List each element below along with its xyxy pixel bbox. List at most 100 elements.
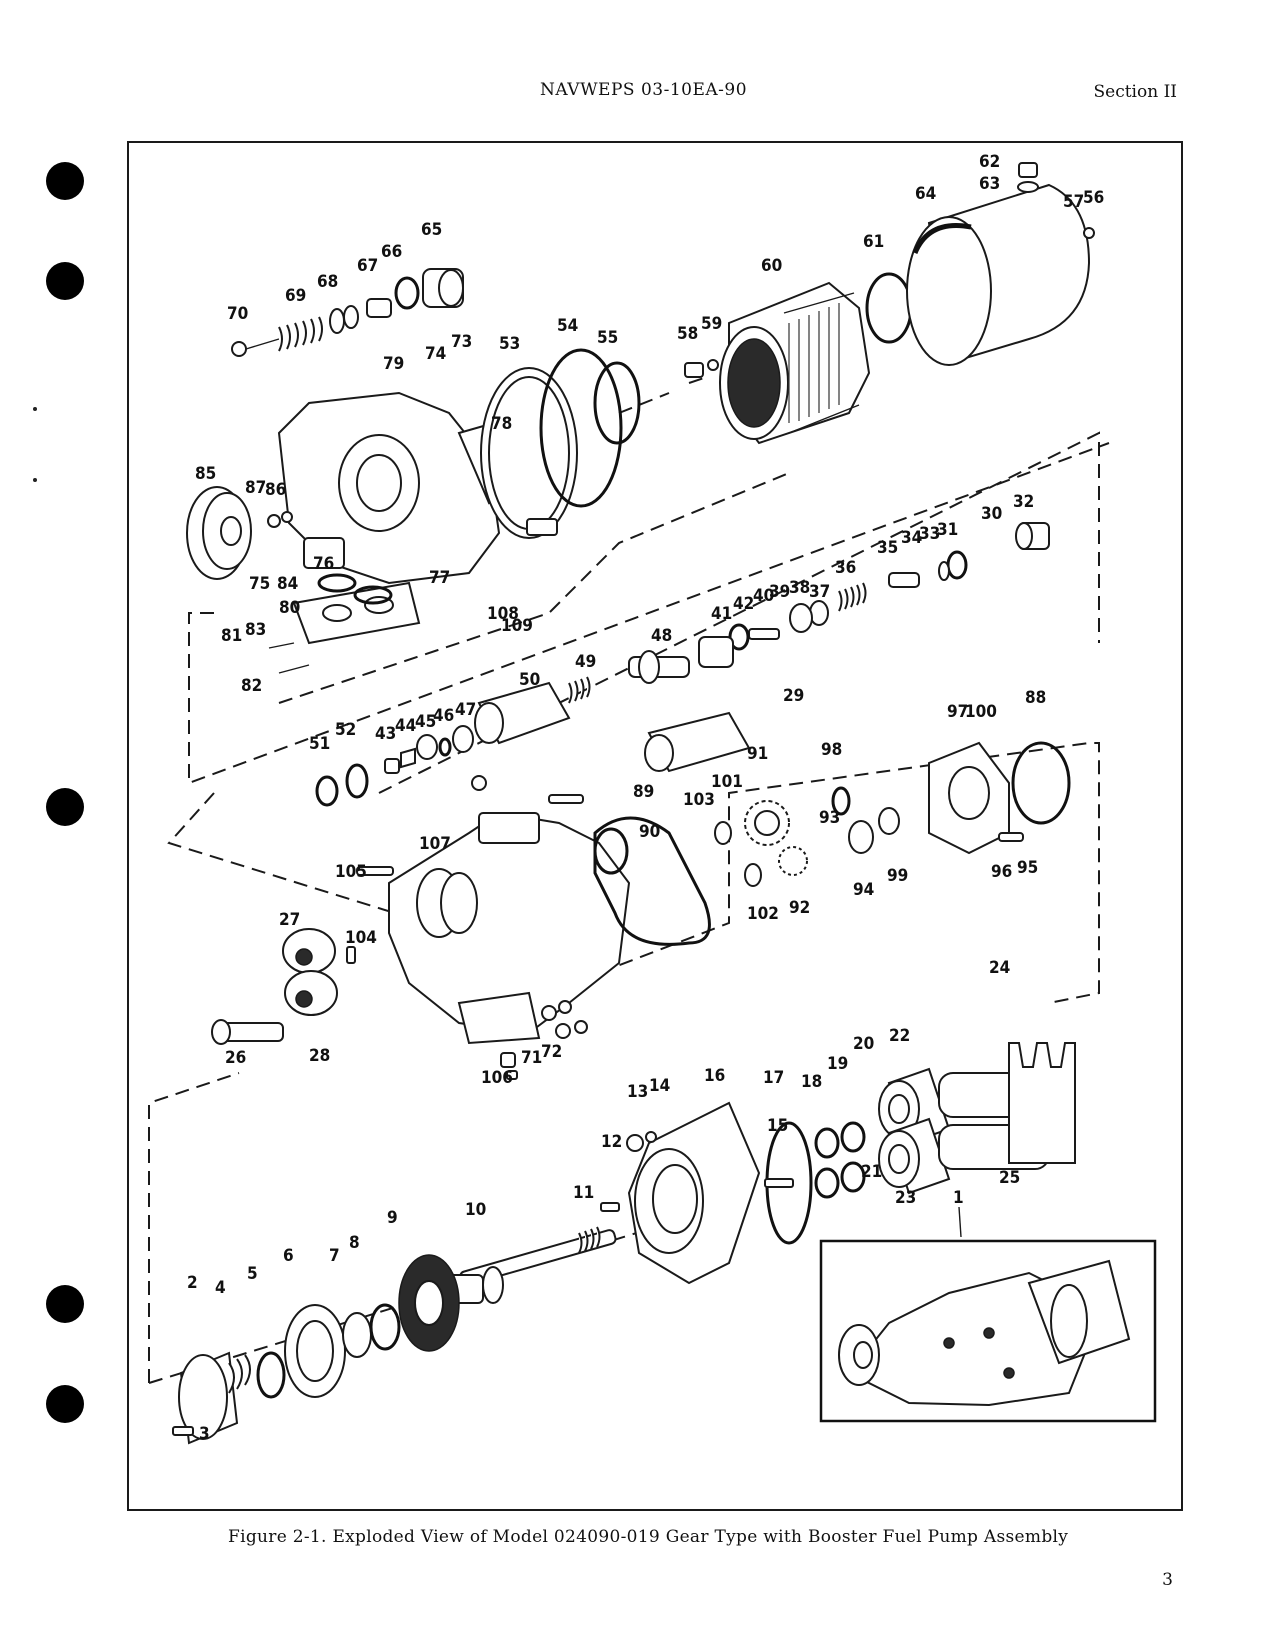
callout-label: 60 [761,256,782,276]
callout-label: 50 [519,670,540,690]
binder-hole [46,788,84,826]
filter-canister [906,162,1095,366]
callout-label: 32 [1013,492,1034,512]
callout-label: 103 [683,790,715,810]
callout-label: 51 [309,734,330,754]
callout-label: 24 [989,958,1010,978]
callout-label: 45 [415,712,436,732]
callout-label: 72 [541,1042,562,1062]
housing-gasket [593,816,711,946]
callout-label: 28 [309,1046,330,1066]
callout-label: 17 [763,1068,784,1088]
callout-label: 83 [245,620,266,640]
assembly-guide-line [618,377,705,414]
callout-label: 102 [747,904,779,924]
callout-label: 84 [277,574,298,594]
o-ring [865,272,913,344]
callout-label: 62 [979,152,1000,172]
binder-hole [46,1385,84,1423]
pump-housing [356,775,631,1045]
callout-label: 59 [701,314,722,334]
callout-label: 93 [819,808,840,828]
callout-label: 1 [953,1188,964,1208]
gear-set [878,1042,1076,1195]
callout-label: 89 [633,782,654,802]
callout-label: 75 [249,574,270,594]
exploded-view-figure: 1 2 3 4 5 6 7 8 9 10 11 12 13 14 15 16 1… [127,141,1183,1511]
callout-label: 95 [1017,858,1038,878]
callout-label: 77 [429,568,450,588]
callout-label: 61 [863,232,884,252]
callout-label: 67 [357,256,378,276]
callout-label: 69 [285,286,306,306]
callout-label: 86 [265,480,286,500]
callout-label: 99 [887,866,908,886]
mounting-adapter [268,573,421,674]
callout-label: 94 [853,880,874,900]
callout-label: 12 [601,1132,622,1152]
callout-label: 2 [187,1273,198,1293]
callout-label: 34 [901,528,922,548]
callout-label: 3 [199,1424,210,1444]
callout-label: 7 [329,1246,340,1266]
callout-label: 15 [767,1116,788,1136]
drive-shaft [448,1226,617,1304]
callout-label: 100 [965,702,997,722]
o-ring [1011,741,1071,825]
callout-label: 37 [809,582,830,602]
callout-label: 48 [651,626,672,646]
callout-label: 82 [241,676,262,696]
callout-label: 14 [649,1076,670,1096]
callout-label: 26 [225,1048,246,1068]
callout-label: 20 [853,1034,874,1054]
callout-label: 31 [937,520,958,540]
speck [33,407,37,411]
callout-label: 33 [919,524,940,544]
callout-label: 11 [573,1183,594,1203]
end-cover [186,486,293,580]
callout-label: 18 [801,1072,822,1092]
callout-label: 65 [421,220,442,240]
valve-spool-small-parts [384,725,474,774]
callout-label: 87 [245,478,266,498]
callout-label: 79 [383,354,404,374]
callout-label: 64 [915,184,936,204]
callout-label: 35 [877,538,898,558]
bearing-pair [211,928,356,1045]
callout-label: 30 [981,504,1002,524]
callout-label: 25 [999,1168,1020,1188]
valve-spool-group [474,522,1050,773]
speck [33,478,37,482]
section-label: Section II [1093,82,1177,102]
callout-label: 6 [283,1246,294,1266]
callout-label: 21 [861,1162,882,1182]
exploded-view-drawing: 1 2 3 4 5 6 7 8 9 10 11 12 13 14 15 16 1… [148,152,1157,1445]
callout-label: 63 [979,174,1000,194]
assembled-view-inset [819,1206,1157,1423]
callout-label: 58 [677,324,698,344]
filter-element [719,281,871,445]
assembly-guide-line [278,472,790,704]
assembly-guide-line [598,742,1100,1004]
callout-label: 106 [481,1068,513,1088]
o-ring [315,775,339,807]
callout-label: 22 [889,1026,910,1046]
callout-label: 13 [627,1082,648,1102]
page-number: 3 [1162,1570,1173,1590]
assembly-guide-line [188,442,1110,785]
callout-label: 16 [704,1066,725,1086]
o-ring [593,361,641,445]
callout-label: 54 [557,316,578,336]
callout-label: 78 [491,414,512,434]
callout-label: 53 [499,334,520,354]
callout-label: 42 [733,594,754,614]
callout-labels: 1 2 3 4 5 6 7 8 9 10 11 12 13 14 15 16 1… [187,152,1104,1444]
shaft-o-rings [764,1121,866,1245]
callout-label: 29 [783,686,804,706]
callout-label: 108 [487,604,519,624]
binder-hole [46,1285,84,1323]
seal-assembly [172,1254,460,1445]
end-plate [600,1101,761,1285]
callout-label: 85 [195,464,216,484]
o-ring [345,763,369,799]
